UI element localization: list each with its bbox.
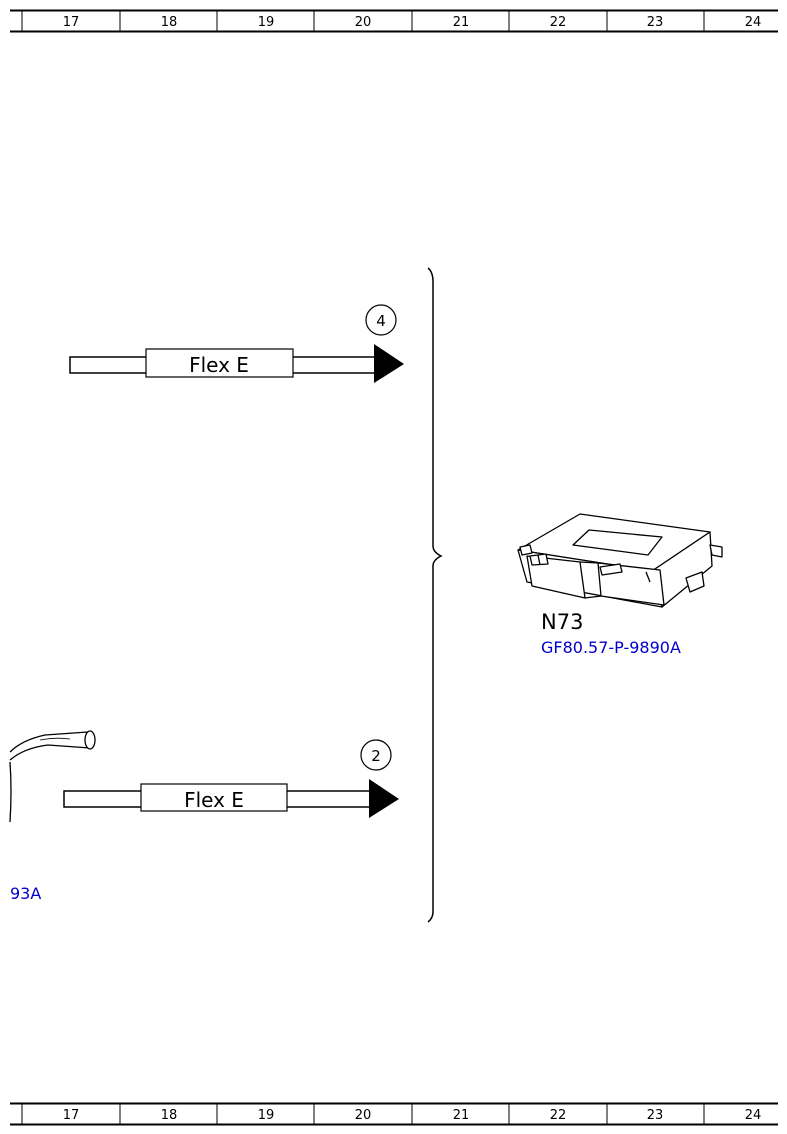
bottom-ruler-label: 23 xyxy=(647,1108,664,1123)
bottom-ruler-label: 20 xyxy=(355,1108,372,1123)
bottom-ruler: 17 18 19 20 21 22 23 24 xyxy=(10,1102,778,1126)
grouping-brace xyxy=(427,267,443,923)
component-name: N73 xyxy=(541,610,583,634)
control-unit-drawing xyxy=(517,513,723,608)
arrow-right-icon xyxy=(374,344,404,383)
bottom-ruler-label: 24 xyxy=(745,1108,762,1123)
partial-component-ref: 93A xyxy=(10,884,41,903)
top-ruler-label: 22 xyxy=(550,15,567,30)
bottom-ruler-label: 17 xyxy=(63,1108,80,1123)
bottom-ruler-label: 22 xyxy=(550,1108,567,1123)
wire-flex-e-upper: Flex E 4 xyxy=(69,304,404,383)
top-ruler-label: 19 xyxy=(258,15,275,30)
top-ruler: 17 18 19 20 21 22 23 24 xyxy=(10,9,778,33)
arrow-right-icon xyxy=(369,779,399,818)
top-ruler-label: 17 xyxy=(63,15,80,30)
top-ruler-label: 18 xyxy=(161,15,178,30)
wire-label: Flex E xyxy=(189,353,249,377)
connector-number: 4 xyxy=(376,312,386,330)
top-ruler-label: 23 xyxy=(647,15,664,30)
wire-label: Flex E xyxy=(184,788,244,812)
top-ruler-label: 21 xyxy=(453,15,470,30)
connector-circle xyxy=(360,739,392,771)
bottom-ruler-label: 21 xyxy=(453,1108,470,1123)
top-ruler-label: 24 xyxy=(745,15,762,30)
bottom-ruler-label: 18 xyxy=(161,1108,178,1123)
top-ruler-label: 20 xyxy=(355,15,372,30)
partial-component-drawing xyxy=(9,730,96,823)
component-ref: GF80.57-P-9890A xyxy=(541,638,681,657)
wire-flex-e-lower: Flex E 2 xyxy=(63,739,399,818)
connector-number: 2 xyxy=(371,747,381,765)
bottom-ruler-label: 19 xyxy=(258,1108,275,1123)
connector-circle xyxy=(365,304,397,336)
